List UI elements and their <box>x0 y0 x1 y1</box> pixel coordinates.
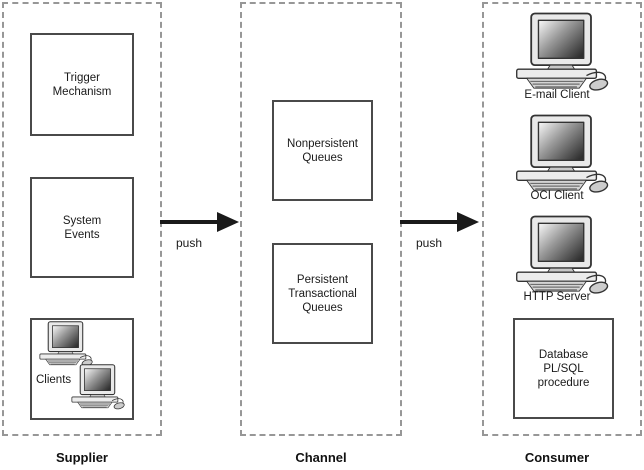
email-client-computer-icon <box>514 12 610 92</box>
consumer-title: Consumer <box>524 450 590 465</box>
clients-label: Clients <box>36 374 72 386</box>
push-arrow-channel-to-consumer <box>400 220 458 224</box>
push-label-1: push <box>175 236 203 250</box>
nonpersistent-queues-label: Nonpersistent Queues <box>287 137 358 164</box>
persistent-queues-box: Persistent Transactional Queues <box>272 243 373 344</box>
database-plsql-box: Database PL/SQL procedure <box>513 318 614 419</box>
oci-client-computer-icon <box>514 114 610 194</box>
channel-title: Channel <box>295 450 347 465</box>
http-server-label: HTTP Server <box>523 291 591 303</box>
system-events-label: System Events <box>62 214 102 241</box>
arrowhead-icon <box>217 212 239 232</box>
oci-client-label: OCI Client <box>530 190 584 202</box>
push-label-2: push <box>415 236 443 250</box>
push-arrow-supplier-to-channel <box>160 220 218 224</box>
client-computer-icon <box>70 364 126 410</box>
channel-panel <box>240 2 402 436</box>
client-computer-icon <box>38 321 94 367</box>
database-plsql-label: Database PL/SQL procedure <box>537 348 590 389</box>
trigger-mechanism-box: Trigger Mechanism <box>30 33 134 136</box>
supplier-title: Supplier <box>55 450 108 465</box>
persistent-queues-label: Persistent Transactional Queues <box>288 273 357 314</box>
nonpersistent-queues-box: Nonpersistent Queues <box>272 100 373 201</box>
email-client-label: E-mail Client <box>524 89 590 101</box>
trigger-mechanism-label: Trigger Mechanism <box>52 71 112 98</box>
http-server-computer-icon <box>514 215 610 295</box>
arrowhead-icon <box>457 212 479 232</box>
system-events-box: System Events <box>30 177 134 278</box>
